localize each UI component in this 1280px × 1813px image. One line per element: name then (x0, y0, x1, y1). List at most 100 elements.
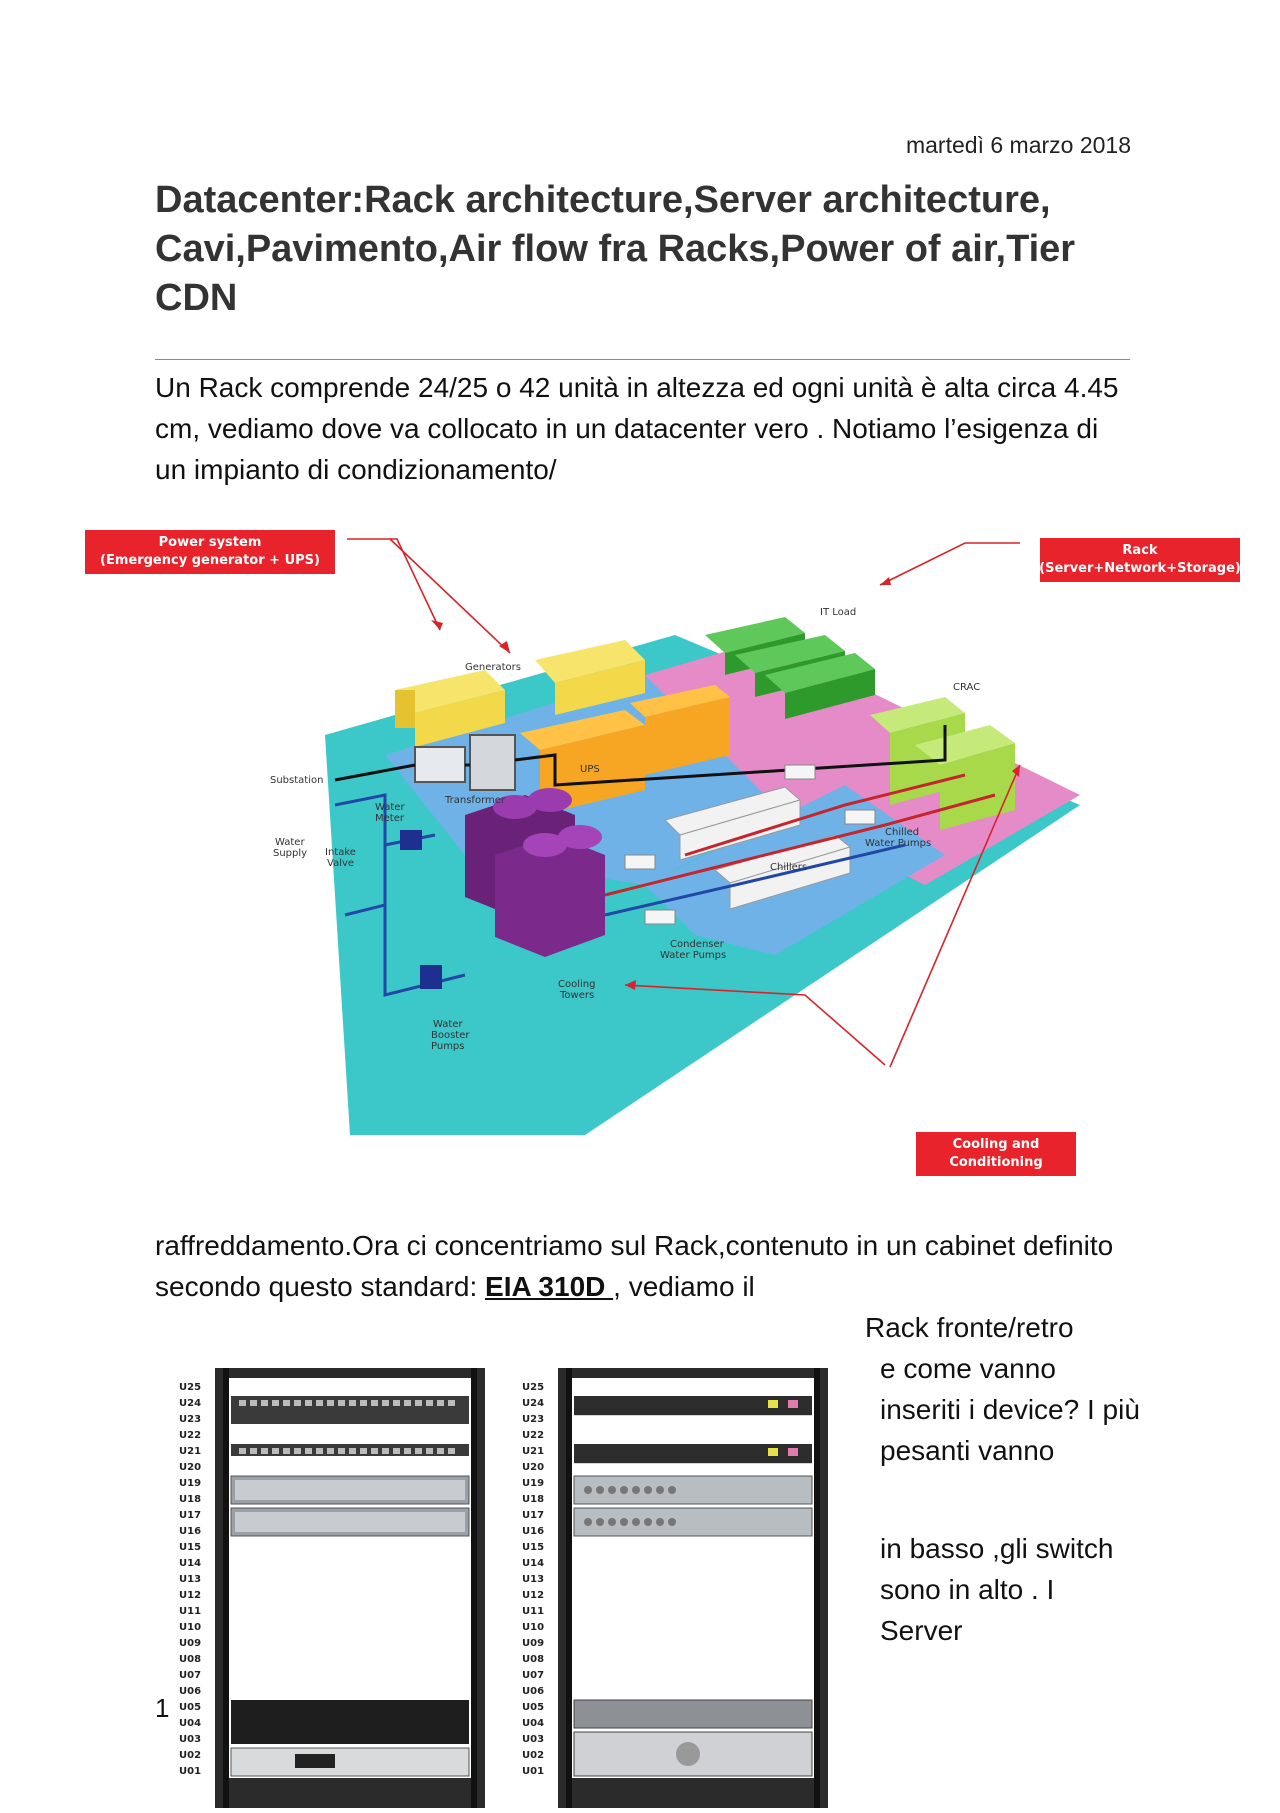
rack-unit-label: U04 (522, 1718, 544, 1729)
switch-port (448, 1400, 455, 1406)
callout-arrows (347, 538, 1021, 1068)
label-water-meter-2: Meter (375, 813, 405, 824)
switch-port (437, 1400, 444, 1406)
callout-power-system: Power system(Emergency generator + UPS) (85, 530, 335, 574)
rack-paragraph: raffreddamento.Ora ci concentriamo sul R… (155, 1230, 1114, 1302)
page-number: 1 (155, 1693, 170, 1723)
chilled-pump-1 (784, 764, 816, 780)
label-substation: Substation (270, 775, 323, 786)
switch-port (448, 1448, 455, 1454)
label-booster-1: Water (433, 1019, 463, 1030)
rack-unit-label: U12 (522, 1590, 544, 1601)
it-load-racks (705, 617, 875, 719)
eia-310d-link[interactable]: EIA 310D (485, 1271, 614, 1302)
rack-unit-label: U05 (179, 1702, 201, 1713)
switch-back (574, 1396, 812, 1416)
rack-unit-label: U20 (522, 1462, 544, 1473)
switch-port (261, 1400, 268, 1406)
switch-port (349, 1448, 356, 1454)
switch-port (393, 1448, 400, 1454)
switch-port (261, 1448, 268, 1454)
pipes (334, 725, 996, 997)
switch-port (360, 1448, 367, 1454)
side-text-block2: in basso ,gli switch sono in alto . I Se… (880, 1533, 1114, 1646)
rack-unit-label: U21 (179, 1446, 201, 1457)
title-divider (155, 359, 1130, 360)
rack-rail-right (471, 1368, 477, 1808)
label-transformer: Transformer (444, 795, 506, 806)
rack-unit-label: U19 (522, 1478, 544, 1489)
crac-units (870, 697, 1015, 830)
label-chilled-pumps-2: Water Pumps (865, 838, 931, 849)
generators (395, 640, 645, 747)
rack-unit-label: U15 (179, 1542, 201, 1553)
server-fan (608, 1486, 616, 1494)
switch-port (349, 1400, 356, 1406)
rack-rail-right (814, 1368, 820, 1808)
power-port (768, 1400, 778, 1408)
switch-port (294, 1448, 301, 1454)
label-generators: Generators (465, 662, 521, 673)
label-crac: CRAC (953, 682, 980, 693)
intro-paragraph: Un Rack comprende 24/25 o 42 unità in al… (155, 372, 1119, 485)
rack-rail-left (223, 1368, 229, 1808)
server-fan (608, 1518, 616, 1526)
substation (414, 746, 466, 783)
server-fan (668, 1486, 676, 1494)
rack-unit-label: U14 (179, 1558, 201, 1569)
switch-port (404, 1400, 411, 1406)
chilled-pump-2 (844, 809, 876, 825)
switch-port (338, 1448, 345, 1454)
rack-unit-label: U25 (179, 1382, 201, 1393)
label-intake-valve-2: Valve (327, 858, 354, 869)
rack-unit-label: U02 (179, 1750, 201, 1761)
power-port (788, 1448, 798, 1456)
cooling-towers (465, 788, 605, 957)
ups-display (295, 1754, 335, 1768)
water-meter-pump (400, 830, 422, 850)
rack-unit-label: U05 (522, 1702, 544, 1713)
switch-port (437, 1448, 444, 1454)
rack-unit-label: U06 (179, 1686, 201, 1697)
switch-port (272, 1448, 279, 1454)
rack-unit-label: U13 (179, 1574, 201, 1585)
side-text-block: e come vanno inseriti i device? I più pe… (880, 1353, 1140, 1466)
rack-unit-label: U09 (179, 1638, 201, 1649)
power-port (768, 1448, 778, 1456)
rack-unit-label: U15 (522, 1542, 544, 1553)
label-ups: UPS (580, 764, 600, 775)
switch-port (371, 1448, 378, 1454)
switch-port (239, 1448, 246, 1454)
rack-unit-label: U01 (179, 1766, 201, 1777)
rack-rail-left (566, 1368, 572, 1808)
label-water-meter-1: Water (375, 802, 405, 813)
chillers (664, 786, 852, 910)
switch-port (316, 1400, 323, 1406)
switch-port (382, 1400, 389, 1406)
rack-unit-label: U02 (522, 1750, 544, 1761)
date-header: martedì 6 marzo 2018 (905, 132, 1131, 158)
server-fan (644, 1486, 652, 1494)
switch-port (338, 1400, 345, 1406)
side-text-line1: Rack fronte/retro (865, 1312, 1074, 1343)
rack-unit-label: U20 (179, 1462, 201, 1473)
rack-unit-label: U16 (522, 1526, 544, 1537)
switch-port (404, 1448, 411, 1454)
rack-unit-label: U17 (179, 1510, 201, 1521)
rack-unit-label: U03 (522, 1734, 544, 1745)
power-port (788, 1400, 798, 1408)
rack-unit-label: U24 (522, 1398, 544, 1409)
switch-port (415, 1400, 422, 1406)
server-fan (656, 1518, 664, 1526)
switch-port (305, 1448, 312, 1454)
diagram-labels: Generators IT Load UPS CRAC Substation T… (270, 607, 980, 1052)
switch-port (360, 1400, 367, 1406)
switch-back (574, 1444, 812, 1464)
server-fan (632, 1486, 640, 1494)
condenser-pump-1 (624, 854, 656, 870)
label-booster-3: Pumps (431, 1041, 465, 1052)
rack-unit-label: U04 (179, 1718, 201, 1729)
